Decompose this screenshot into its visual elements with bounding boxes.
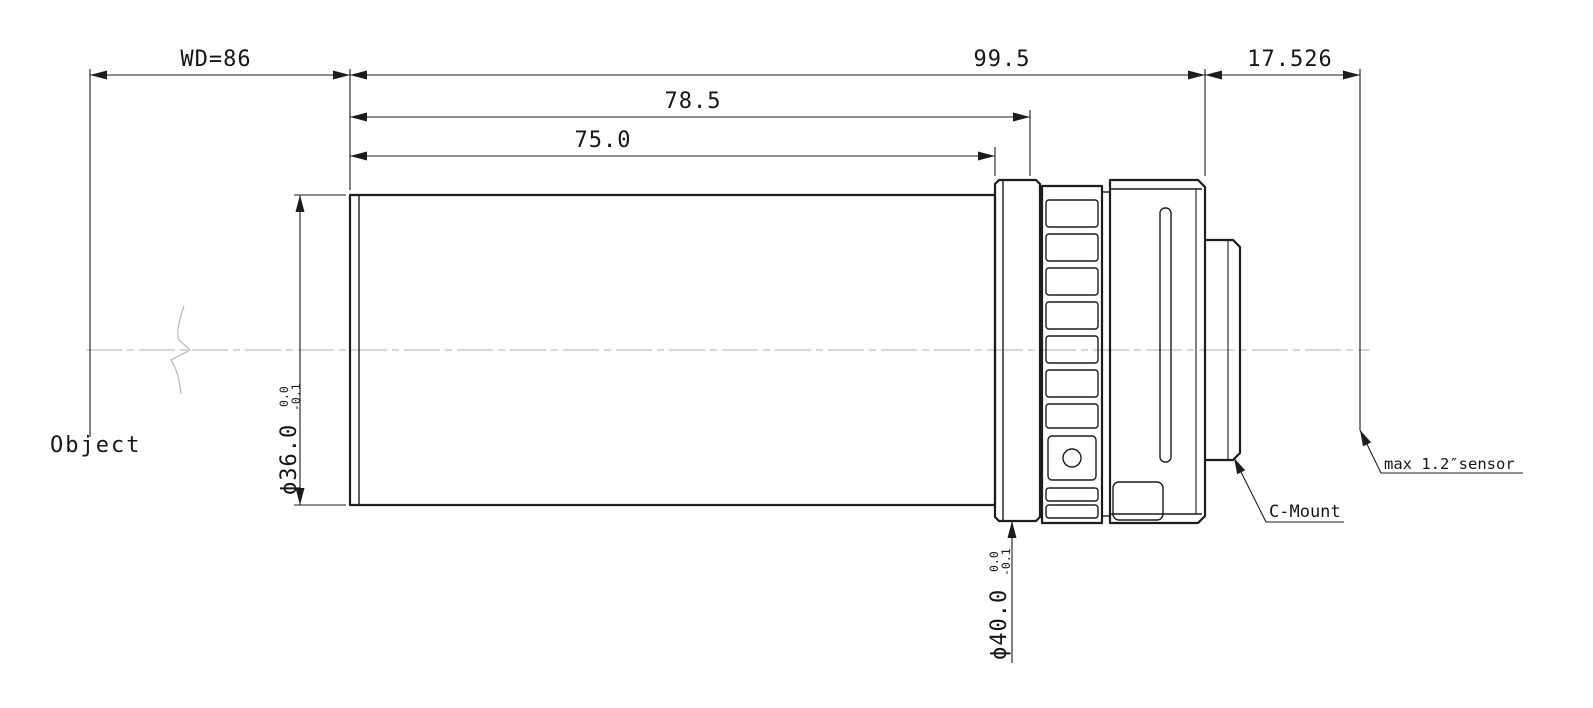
arrowheads-group [90, 70, 1372, 538]
ring-diameter-tol-lower: -0.1 [999, 548, 1013, 576]
dim-overall-length-label: 99.5 [974, 47, 1031, 72]
barrel-diameter-tol-upper: 0.0 [277, 386, 291, 407]
mount-body-outline [1108, 178, 1207, 525]
dim-wd-label: WD=86 [180, 47, 251, 72]
barrel-diameter-tol-lower: -0.1 [289, 383, 303, 411]
c-mount-leader-line [1233, 457, 1344, 523]
arrowhead [1234, 458, 1246, 475]
arrowhead [350, 151, 367, 161]
barrel-diameter-value: ϕ36.0 [277, 424, 302, 495]
dimension-lines-group [89, 69, 1523, 663]
knurl-band [1045, 335, 1099, 364]
set-screw [1062, 448, 1082, 468]
arrowhead [978, 151, 995, 161]
ring-diameter-value: ϕ40.0 [987, 589, 1012, 660]
clamp-block [1112, 481, 1164, 521]
knurl-band [1045, 267, 1099, 296]
knurl-band [1045, 504, 1099, 519]
flange-ring-outline [993, 178, 1042, 523]
ring-diameter-tol-upper: 0.0 [987, 551, 1001, 572]
object-label: Object [50, 433, 141, 458]
dim-75-0-label: 75.0 [575, 128, 632, 153]
dim-ring-diameter-label: ϕ40.0 0.0 -0.1 [987, 548, 1013, 660]
lens-body-group [348, 178, 1242, 525]
set-screw-plate [1047, 435, 1097, 481]
arrowhead [295, 195, 305, 212]
knurl-band [1045, 233, 1099, 262]
arrowhead [90, 70, 107, 80]
c-mount-thread-outline [1205, 238, 1242, 462]
object-break-squiggle [170, 305, 192, 395]
arrowhead [1343, 70, 1360, 80]
knurl-band [1045, 301, 1099, 330]
dim-flange-to-sensor-label: 17.526 [1247, 47, 1332, 72]
c-mount-label: C-Mount [1269, 502, 1341, 522]
dim-barrel-diameter-label: ϕ36.0 0.0 -0.1 [277, 383, 303, 495]
knurl-band [1045, 369, 1099, 398]
arrowhead [1360, 430, 1372, 447]
arrowhead [1188, 70, 1205, 80]
dim-78-5-label: 78.5 [665, 89, 722, 114]
knurl-band [1045, 487, 1099, 502]
arrowhead [333, 70, 350, 80]
arrowhead [1013, 112, 1030, 122]
knurl-band [1045, 199, 1099, 228]
arrowhead [1007, 521, 1017, 538]
texts-group: WD=86 99.5 17.526 78.5 75.0 ϕ36.0 0.0 -0… [50, 47, 1515, 660]
centerline-group [86, 305, 1370, 395]
knurl-band [1045, 403, 1099, 429]
knurled-ring-outline [1040, 184, 1104, 525]
arrowhead [295, 488, 305, 505]
sensor-label: max 1.2″sensor [1384, 455, 1515, 473]
arrowhead [350, 112, 367, 122]
arrowhead [1205, 70, 1222, 80]
clamp-slot [1159, 207, 1172, 463]
arrowhead [350, 70, 367, 80]
